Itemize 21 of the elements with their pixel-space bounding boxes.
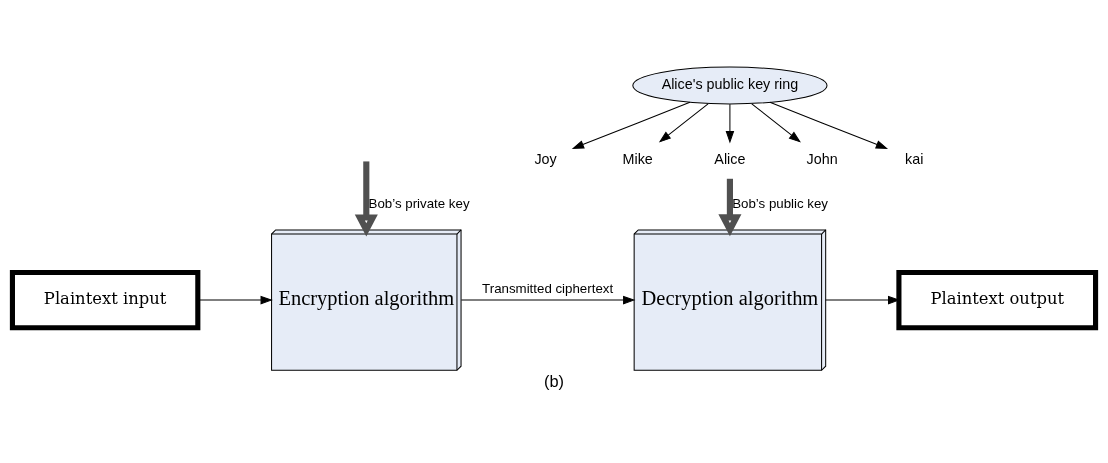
arrow (197, 295, 273, 304)
node-text: Mike (622, 150, 653, 167)
arrow (658, 102, 709, 143)
node-text: John (806, 150, 838, 167)
arrow (751, 102, 801, 143)
arrow (769, 101, 889, 149)
edge-label: Bob’s private key (368, 195, 470, 211)
node-text: kai (905, 150, 924, 167)
arrow (725, 103, 735, 143)
arrow (718, 178, 742, 236)
arrow (460, 295, 636, 304)
node-text: Joy (534, 150, 557, 167)
node-text: Alice (714, 150, 746, 167)
caption: (b) (543, 371, 565, 390)
edge-label: Bob’s public key (732, 195, 829, 211)
edge-label: Transmitted ciphertext (482, 280, 614, 296)
node-box: Plaintext output (896, 269, 1099, 330)
arrow (571, 101, 691, 149)
node-box: Plaintext input (9, 269, 201, 330)
arrow (354, 160, 378, 236)
node-ellipse: Alice's public key ring (632, 66, 828, 104)
